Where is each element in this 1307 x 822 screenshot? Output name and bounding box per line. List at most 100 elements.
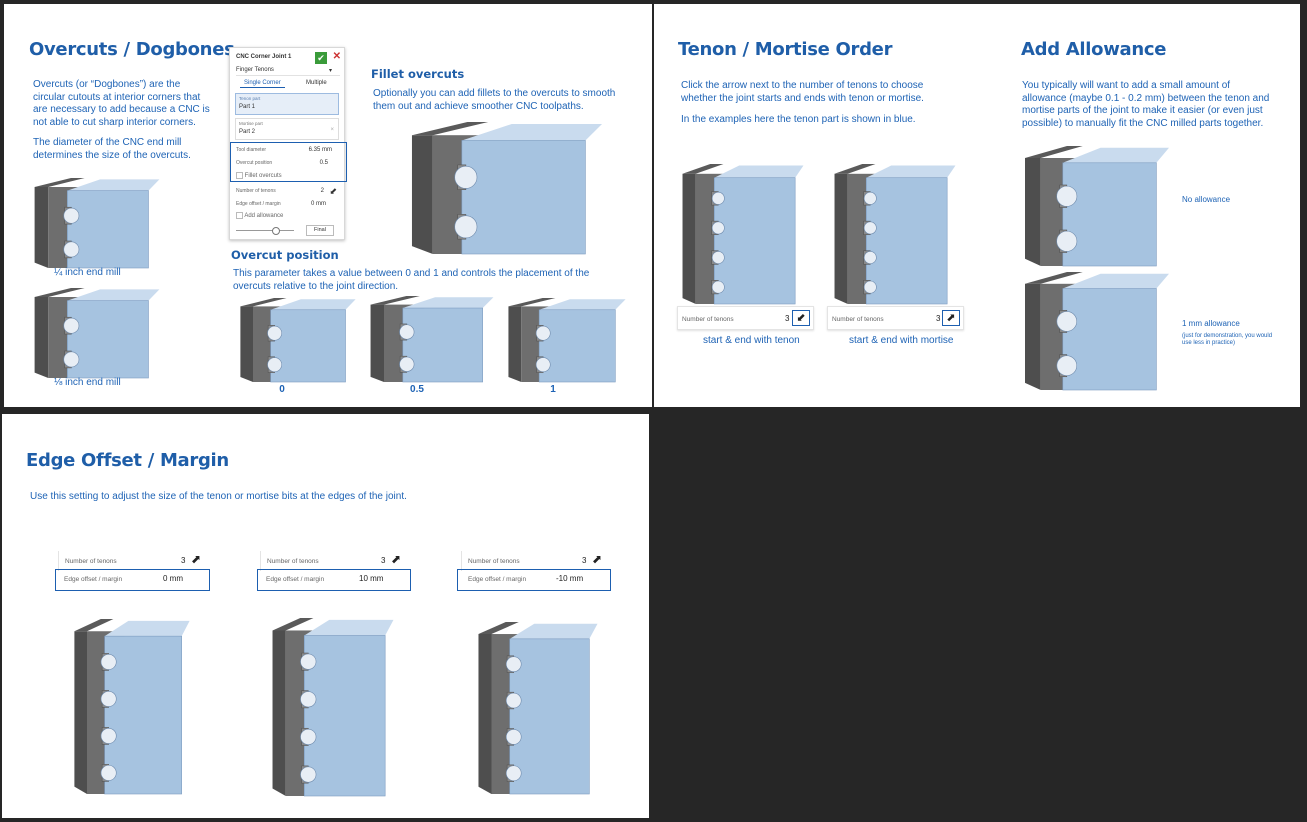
- tab-single-corner[interactable]: Single Corner: [240, 80, 285, 88]
- dogbone-overcut: [300, 653, 317, 670]
- dogbone-overcut: [100, 690, 117, 707]
- mortise-top-face: [478, 622, 519, 635]
- dogbone-overcut: [267, 357, 283, 373]
- number-of-tenons-label: Number of tenons: [832, 316, 884, 323]
- close-icon[interactable]: ✕: [332, 51, 341, 62]
- overcut-position-row[interactable]: Overcut position 0.5: [236, 160, 340, 166]
- tenon-front-face: [509, 638, 590, 795]
- mortise-side-face: [478, 634, 492, 794]
- mortise-side-face: [1025, 158, 1041, 266]
- tenon-part-value: Part 1: [239, 104, 256, 110]
- dogbone-overcut: [63, 241, 80, 258]
- confirm-check-icon[interactable]: ✔: [315, 52, 327, 64]
- mortise-side-face: [74, 631, 87, 794]
- tenon-count-box-a[interactable]: Number of tenons 3 ⬋: [677, 306, 814, 330]
- tenon-top-face: [539, 299, 626, 310]
- overcut-position-title: Overcut position: [231, 248, 339, 262]
- final-button[interactable]: Final: [306, 225, 334, 236]
- slide-title: Overcuts / Dogbones: [29, 39, 235, 60]
- fillet-checkbox[interactable]: [236, 172, 243, 179]
- feature-panel: CNC Corner Joint 1 ✔ ✕ Finger Tenons ▾ S…: [229, 47, 347, 240]
- dogbone-overcut: [1056, 185, 1078, 207]
- number-of-tenons-value: 2: [320, 188, 324, 194]
- edge-offset-field-a[interactable]: Edge offset / margin 0 mm: [55, 569, 210, 591]
- number-of-tenons-label: Number of tenons: [468, 558, 520, 565]
- mortise-top-face: [74, 619, 114, 632]
- one-mm-allowance-label: 1 mm allowance: [1182, 319, 1240, 328]
- slider-handle[interactable]: [272, 227, 280, 235]
- dogbone-overcut: [300, 691, 317, 708]
- flip-arrow-icon[interactable]: ⬈: [592, 552, 603, 566]
- dogbone-overcut: [1056, 230, 1078, 252]
- mortise-side-face: [272, 630, 286, 796]
- mortise-side-face: [508, 306, 522, 382]
- dogbone-overcut: [863, 280, 877, 294]
- tenon-front-face: [67, 190, 149, 269]
- fillet-text: Optionally you can add fillets to the ov…: [373, 88, 616, 112]
- number-of-tenons-row[interactable]: Number of tenons 2 ⬋: [236, 186, 340, 196]
- mortise-top-face: [34, 288, 85, 297]
- clear-icon[interactable]: ×: [330, 127, 334, 133]
- joint-type-select[interactable]: Finger Tenons ▾: [236, 67, 340, 76]
- mortise-part-field[interactable]: Mortise part Part 2 ×: [235, 118, 339, 140]
- fillet-overcuts-label: Fillet overcuts: [244, 173, 282, 180]
- edge-offset-value: 0 mm: [311, 201, 326, 207]
- edge-offset-row[interactable]: Edge offset / margin 0 mm: [236, 201, 340, 207]
- allowance-checkbox[interactable]: [236, 212, 243, 219]
- edge-title: Edge Offset / Margin: [26, 450, 229, 471]
- flip-arrow-icon[interactable]: ⬈: [191, 552, 202, 566]
- flip-arrow-icon[interactable]: ⬋: [792, 310, 810, 326]
- flip-arrow-icon[interactable]: ⬈: [391, 552, 402, 566]
- dogbone-overcut: [505, 729, 522, 745]
- dogbone-overcut: [711, 221, 725, 235]
- mortise-side-face: [34, 297, 49, 378]
- caption-tenon-ends: start & end with tenon: [703, 335, 800, 346]
- flip-arrow-icon[interactable]: ⬈: [942, 310, 960, 326]
- add-allowance-label: Add allowance: [244, 213, 284, 220]
- mortise-top-face: [240, 298, 287, 307]
- tenon-front-face: [270, 309, 346, 383]
- mortise-side-face: [834, 173, 848, 304]
- fillet-overcuts-row[interactable]: Fillet overcuts: [236, 172, 340, 179]
- dogbone-overcut: [63, 317, 80, 334]
- number-of-tenons-label: Number of tenons: [682, 316, 734, 323]
- order-text: Click the arrow next to the number of te…: [681, 80, 924, 104]
- tenon-top-face: [509, 623, 598, 639]
- dogbone-overcut: [454, 215, 478, 239]
- flip-arrow-icon[interactable]: ⬋: [329, 186, 337, 196]
- add-allowance-row[interactable]: Add allowance: [236, 212, 340, 219]
- rollback-slider[interactable]: [236, 227, 294, 235]
- caption-mortise-ends: start & end with mortise: [849, 335, 954, 346]
- edge-offset-label: Edge offset / margin: [266, 576, 325, 583]
- mortise-top-face: [370, 296, 420, 305]
- slide-order-allowance: Tenon / Mortise Order Click the arrow ne…: [654, 4, 1300, 407]
- dogbone-overcut: [863, 191, 877, 205]
- tool-diameter-row[interactable]: Tool diameter 6.35 mm: [236, 147, 340, 153]
- dogbone-overcut: [100, 764, 117, 781]
- mortise-side-face: [411, 135, 433, 254]
- overcut-position-value: 0.5: [319, 160, 328, 166]
- pos-label-1: 1: [550, 384, 556, 395]
- mortise-top-face: [682, 164, 724, 174]
- tab-multiple[interactable]: Multiple: [306, 80, 327, 86]
- joint-render-tenon-ends: [682, 164, 804, 305]
- joint-render-eighth: [34, 288, 160, 379]
- number-of-tenons-value: 3: [381, 556, 386, 565]
- joint-render-1mm-allowance: [1025, 272, 1169, 391]
- edge-offset-field-c[interactable]: Edge offset / margin -10 mm: [457, 569, 611, 591]
- fillet-title: Fillet overcuts: [371, 67, 465, 81]
- tenon-top-face: [304, 619, 394, 636]
- slide-overcuts: Overcuts / Dogbones Overcuts (or “Dogbon…: [4, 4, 652, 407]
- tenon-count-box-b[interactable]: Number of tenons 3 ⬈: [827, 306, 964, 330]
- dogbone-overcut: [1056, 355, 1078, 376]
- dogbone-overcut: [399, 356, 415, 372]
- mortise-top-face: [1025, 272, 1083, 284]
- dogbone-overcut: [711, 251, 725, 264]
- number-of-tenons-value: 3: [181, 556, 186, 565]
- chevron-down-icon: ▾: [328, 68, 332, 74]
- edge-offset-field-b[interactable]: Edge offset / margin 10 mm: [257, 569, 411, 591]
- tenon-part-field[interactable]: Tenon part Part 1: [235, 93, 339, 115]
- number-of-tenons-label: Number of tenons: [65, 558, 117, 565]
- caption-eighth: ⅛ inch end mill: [54, 377, 121, 388]
- tenon-front-face: [1062, 288, 1157, 391]
